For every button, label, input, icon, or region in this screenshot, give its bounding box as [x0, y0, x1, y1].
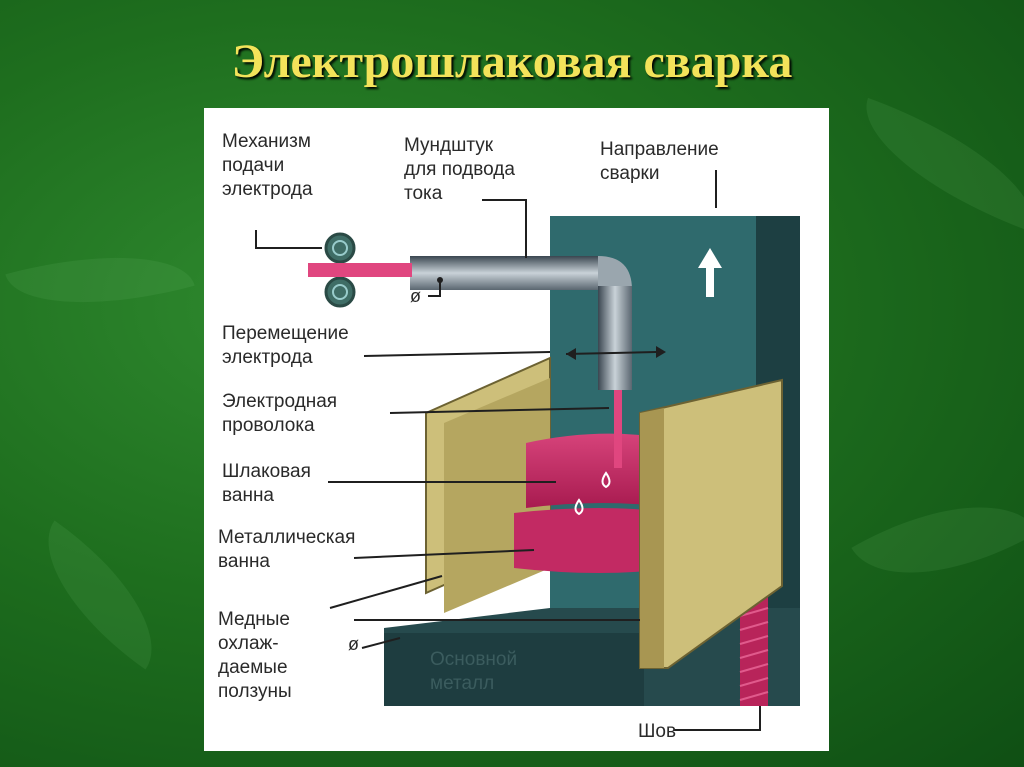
background-leaf	[14, 520, 186, 670]
electrode-wire	[614, 388, 622, 468]
welding-diagram	[255, 170, 800, 731]
label-electrode-wire: Электродная проволока	[222, 391, 338, 436]
diagram-panel: Механизм подачи электрода Мундштук для п…	[204, 108, 829, 751]
base-metal-front	[384, 633, 644, 706]
label-metal-bath: Металлическая ванна	[218, 527, 356, 572]
slag-bath	[526, 433, 674, 508]
feed-roller-top	[324, 232, 356, 264]
metal-bath	[514, 508, 674, 573]
feed-roller-bottom	[324, 276, 356, 308]
nozzle-bend	[598, 256, 632, 290]
label-nozzle: Мундштук для подвода тока	[404, 135, 515, 204]
right-copper-slider-edge	[640, 408, 664, 668]
direction-arrow-shaft	[706, 263, 714, 297]
feed-roller-top-inner	[332, 240, 348, 256]
terminal-symbol: ø	[410, 286, 421, 306]
movement-arrow	[565, 351, 657, 355]
label-electrode-movement: Перемещение электрода	[222, 323, 349, 368]
label-base-metal: Основной металл	[430, 649, 518, 694]
nozzle-horizontal	[410, 256, 598, 290]
direction-arrow-head	[698, 248, 722, 268]
background-leaf	[844, 97, 1024, 233]
label-copper-sliders: Медные охлаж- даемые ползуны	[218, 609, 292, 702]
background-leaf	[851, 462, 1024, 618]
slide-title: Электрошлаковая сварка	[231, 35, 793, 88]
metal-drop	[601, 471, 611, 489]
leader-lines	[255, 170, 761, 731]
label-slag-bath: Шлаковая ванна	[222, 461, 311, 506]
feed-roller-bottom-inner	[332, 284, 348, 300]
terminal-symbol: ø	[348, 634, 359, 654]
label-seam: Шов	[638, 721, 677, 742]
background-leaf	[5, 227, 195, 333]
electrode-feed	[308, 263, 412, 277]
metal-drop	[574, 498, 584, 516]
nozzle-vertical	[598, 286, 632, 390]
label-feed-mechanism: Механизм подачи электрода	[222, 131, 313, 200]
label-direction: Направление сварки	[600, 139, 719, 184]
